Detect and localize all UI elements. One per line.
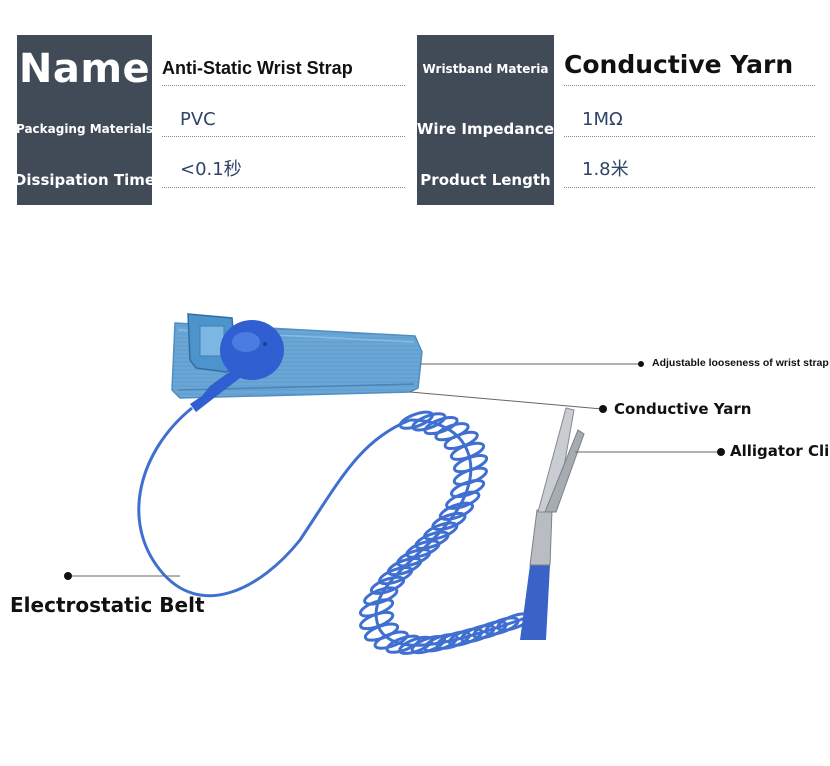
wristband-value: Conductive Yarn <box>564 50 794 79</box>
packaging-value-row: PVC <box>162 103 405 137</box>
spec-label-column: Name Packaging Materials Dissipation Tim… <box>13 35 156 205</box>
coil-loop <box>423 415 459 436</box>
callout-electrostatic-belt: Electrostatic Belt <box>10 593 205 617</box>
coil-loop <box>369 575 406 595</box>
packaging-label: Packaging Materials <box>15 121 154 136</box>
coil-loop <box>363 586 399 606</box>
packaging-value: PVC <box>180 109 216 130</box>
spec-table-right: Wristband Materia Wire Impedance Product… <box>417 35 817 205</box>
coiled-cord <box>358 410 532 655</box>
coil-loop <box>411 412 447 432</box>
straight-cord <box>137 406 411 598</box>
callout-alligator-clip: Alligator Clip <box>730 442 830 460</box>
spec-label-column: Wristband Materia Wire Impedance Product… <box>417 35 554 205</box>
alligator-clip <box>520 407 585 640</box>
dissipation-value: <0.1秒 <box>180 159 242 180</box>
name-value-row: Anti-Static Wrist Strap <box>162 35 405 86</box>
dissipation-label: Dissipation Time <box>13 170 156 189</box>
name-value: Anti-Static Wrist Strap <box>162 58 353 78</box>
impedance-value-row: 1MΩ <box>564 103 815 137</box>
coil-loop <box>484 616 520 636</box>
callout-conductive-yarn: Conductive Yarn <box>614 400 752 418</box>
coil-loop <box>373 630 409 650</box>
callout-adjustable: Adjustable looseness of wrist strap <box>652 357 829 369</box>
coil-loop <box>449 478 486 499</box>
spec-table-left: Name Packaging Materials Dissipation Tim… <box>13 35 407 205</box>
spec-value-column: Conductive Yarn 1MΩ 1.8米 <box>554 35 817 205</box>
length-label: Product Length <box>420 170 551 189</box>
callout-dots <box>64 361 725 580</box>
length-value: 1.8米 <box>582 159 629 180</box>
snap-button <box>190 320 284 412</box>
wristband-label: Wristband Materia <box>422 62 549 76</box>
length-value-row: 1.8米 <box>564 137 815 188</box>
wristband-value-row: Conductive Yarn <box>564 35 815 86</box>
impedance-label: Wire Impedance <box>416 119 555 138</box>
coil-loop <box>445 490 481 510</box>
callout-leaders <box>68 363 720 577</box>
name-label: Name <box>18 46 151 92</box>
dissipation-value-row: <0.1秒 <box>162 137 405 188</box>
impedance-value: 1MΩ <box>582 109 623 130</box>
spec-value-column: Anti-Static Wrist Strap PVC <0.1秒 <box>152 35 407 205</box>
